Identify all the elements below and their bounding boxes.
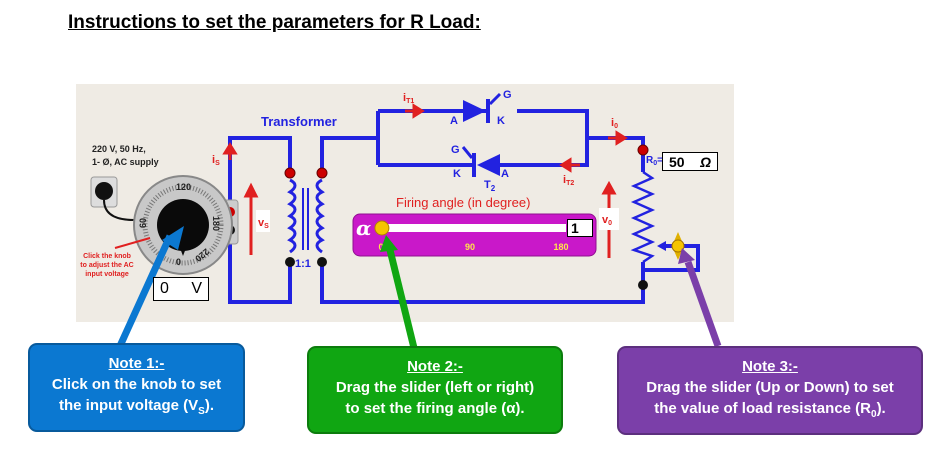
ratio-label: 1:1: [295, 258, 311, 270]
note-heading: Note 1:-: [108, 355, 165, 372]
firing-angle-slider[interactable]: α 0 90 180: [352, 213, 597, 257]
it1-label: iT1: [403, 92, 414, 105]
firing-angle-input[interactable]: 1: [567, 219, 593, 237]
cathode-label: K: [497, 115, 505, 127]
knob-hint: input voltage: [85, 271, 129, 278]
thyristor-t2: [461, 146, 500, 177]
knob-tick: 180: [211, 216, 221, 231]
knob-hint: Click the knob: [83, 253, 131, 260]
note-text: Click on the knob to set: [51, 376, 222, 393]
it2-label: iT2: [563, 174, 574, 187]
knob-hint: to adjust the AC: [80, 262, 133, 269]
slider-thumb[interactable]: [374, 220, 390, 236]
note-1: Note 1:- Click on the knob to set the in…: [28, 343, 245, 432]
knob-tick: 60: [138, 218, 148, 228]
note-heading: Note 2:-: [407, 358, 463, 375]
slider-tick: 90: [465, 242, 475, 252]
note-text: Drag the slider (left or right): [335, 379, 535, 396]
note-2: Note 2:- Drag the slider (left or right)…: [307, 346, 563, 434]
supply-label: 220 V, 50 Hz,: [92, 144, 146, 154]
vs-label: vS: [258, 217, 269, 230]
note-text: the value of load resistance (R0).: [654, 400, 886, 420]
anode-label: A: [501, 168, 509, 180]
knob-tick: 120: [176, 182, 191, 192]
is-label: iS: [212, 154, 220, 167]
voltage-knob[interactable]: 120 60 180 0 220: [133, 175, 233, 275]
thyristor-t1: [463, 92, 502, 123]
note-text: the input voltage (VS).: [58, 397, 214, 417]
vo-label: v0: [602, 214, 612, 227]
note-heading: Note 3:-: [742, 358, 798, 375]
slider-tick: 180: [553, 242, 568, 252]
note-3: Note 3:- Drag the slider (Up or Down) to…: [617, 346, 923, 435]
t2-label: T2: [484, 179, 496, 193]
gate-label: G: [503, 89, 512, 101]
transformer-label: Transformer: [261, 114, 337, 129]
knob-tick: 0: [176, 257, 181, 267]
note-text: to set the firing angle (α).: [345, 400, 525, 417]
slider-title: Firing angle (in degree): [396, 195, 530, 210]
note-text: Drag the slider (Up or Down) to set: [646, 379, 894, 396]
io-label: i0: [611, 117, 618, 130]
alpha-symbol: α: [356, 216, 371, 240]
gate-label: G: [451, 144, 460, 156]
pointer-arrows: [116, 226, 722, 349]
anode-label: A: [450, 115, 458, 127]
slider-tick: 0: [378, 242, 383, 252]
r0-label: R0=: [646, 155, 663, 167]
cathode-label: K: [453, 168, 461, 180]
supply-label: 1- Ø, AC supply: [92, 157, 159, 167]
page-title: Instructions to set the parameters for R…: [68, 12, 481, 33]
